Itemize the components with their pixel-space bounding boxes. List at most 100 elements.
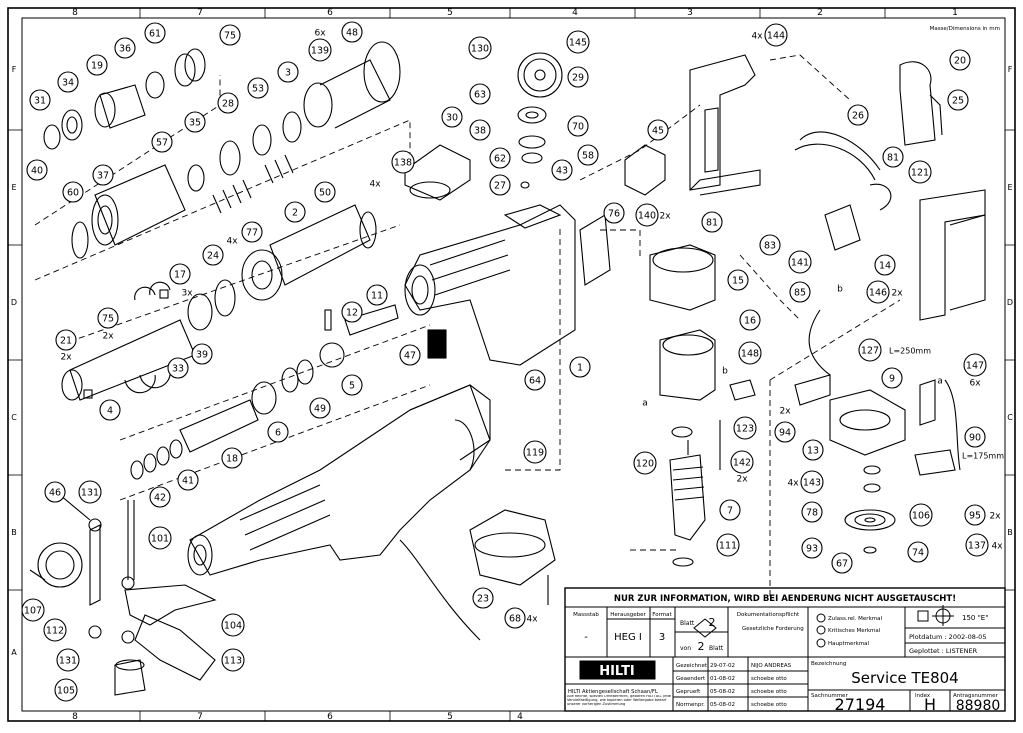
callout-circle [523,440,547,464]
part-callout: a [937,377,943,387]
part-callout: 83 [759,234,781,256]
callout-label: 12 [346,308,358,319]
callout-label: 4x [226,237,238,247]
callout-label: 81 [887,153,899,164]
callout-label: 18 [226,454,238,465]
part-callout: 2x [60,353,72,363]
col-label: 6 [327,712,333,722]
part-callout: 35 [184,111,206,133]
callout-circle [247,77,269,99]
approval-name: schoebe otto [751,676,787,682]
part-callout: 34 [57,71,79,93]
callout-label: 63 [474,90,486,101]
callout-label: 139 [311,46,329,57]
callout-circle [97,307,119,329]
callout-circle [738,341,762,365]
part-callout: L=250mm [889,347,931,356]
callout-circle [217,92,239,114]
col-label: 8 [72,712,78,722]
callout-circle [569,356,591,378]
part-callout: 38 [469,119,491,141]
part-callout: 121 [908,160,932,184]
callout-label: 85 [794,288,806,299]
title-block-text: NUR ZUR INFORMATION, WIRD BEI AENDERUNG … [567,594,1000,714]
callout-circle [284,201,306,223]
part-callout: 24 [202,244,224,266]
part-callout: 16 [739,309,761,331]
callout-label: 76 [608,209,620,220]
callout-label: 60 [67,188,79,199]
callout-circle [56,648,80,672]
callout-label: 36 [119,44,131,55]
callout-circle [733,416,757,440]
part-callout: 76 [603,202,625,224]
part-callout: 29 [567,66,589,88]
part-callout: 106 [909,503,933,527]
row-labels: F E D C B A F E D C B [11,65,1013,657]
callout-label: 57 [156,138,168,149]
callout-label: 39 [196,350,208,361]
callout-label: 148 [741,349,759,360]
part-callout: 75 [219,24,241,46]
part-callout: a [642,399,648,409]
callout-circle [567,66,589,88]
callout-circle [341,21,363,43]
callout-circle [114,37,136,59]
callout-label: 37 [97,171,109,182]
part-callout: 141 [788,250,812,274]
callout-label: 33 [172,364,184,375]
col-label: 5 [447,712,453,722]
part-callout: 104 [221,613,245,637]
part-callout: 63 [469,83,491,105]
part-callout: 107 [21,598,45,622]
callout-circle [909,503,933,527]
approval-role: Geaendert [676,676,706,682]
callout-label: 105 [57,686,75,697]
row-label: C [1007,413,1013,422]
hilti-logo: HILTI [599,664,635,679]
callout-circle [366,284,388,306]
callout-label: 75 [102,314,114,325]
von-value: 2 [698,640,705,653]
callout-label: 131 [59,656,77,667]
callout-label: 9 [889,374,895,385]
callout-label: 14 [879,261,891,272]
callout-circle [441,106,463,128]
part-callout: L=175mm [962,452,1004,461]
callout-label: 2x [779,407,791,417]
callout-circle [759,234,781,256]
callout-label: a [937,377,943,387]
callout-circle [62,181,84,203]
massstab-label: Massstab [573,612,599,618]
part-callout: 2x [102,332,114,342]
callout-label: 131 [81,488,99,499]
callout-label: 147 [966,361,984,372]
callout-label: 64 [529,376,541,387]
part-callout: 26 [847,104,869,126]
callout-label: 81 [706,218,718,229]
col-label: 5 [447,8,453,18]
col-label: 7 [197,712,203,722]
callout-label: 58 [582,151,594,162]
callout-circle [55,329,77,351]
callout-label: 4x [369,180,381,190]
callout-label: 6x [314,29,326,39]
callout-label: 83 [764,241,776,252]
part-callout: 85 [789,281,811,303]
part-callout: 45 [647,119,669,141]
part-callout: 37 [92,164,114,186]
callout-label: 140 [638,211,656,222]
callout-label: 53 [252,84,264,95]
callout-label: 67 [836,559,848,570]
part-callout: 111 [716,533,740,557]
part-callout: 4x [991,542,1003,552]
callout-label: 6x [969,379,981,389]
callout-circle [54,678,78,702]
callout-label: 111 [719,541,737,552]
callout-circle [468,36,492,60]
part-callout: 2x [779,407,791,417]
part-callout: 143 [800,470,824,494]
part-callout: 4 [99,399,121,421]
callout-circle [202,244,224,266]
callout-label: 16 [744,316,756,327]
